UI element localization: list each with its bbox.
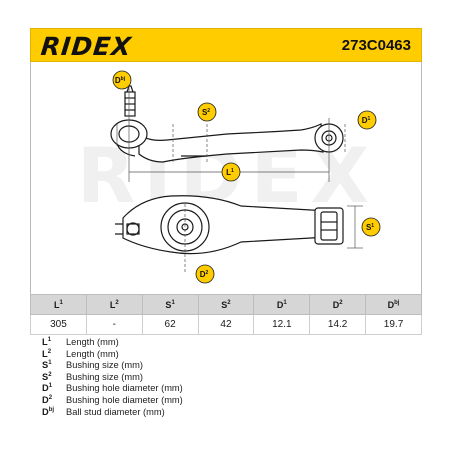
specs-header-cell: D2 (309, 294, 367, 315)
legend-code: D2 (42, 394, 53, 405)
specs-header-cell: S2 (197, 294, 255, 315)
legend-row: S1 Bushing size (mm) (42, 360, 402, 372)
label-s2: S2 (197, 102, 217, 122)
svg-text:D1: D1 (362, 116, 371, 125)
legend-code: L1 (42, 336, 52, 347)
dimension-lines-side (184, 204, 363, 272)
legend-row: L2 Length (mm) (42, 349, 402, 361)
legend-description: Bushing hole diameter (mm) (66, 383, 183, 394)
specs-value-cell: 62 (141, 314, 199, 335)
svg-text:S2: S2 (202, 108, 210, 117)
legend: L1 Length (mm) L2 Length (mm) S1 Bushing… (42, 337, 402, 418)
legend-description: Length (mm) (66, 337, 119, 347)
specs-header-cell: Dbj (365, 294, 422, 315)
legend-code: S2 (42, 371, 52, 382)
specs-value-cell: 19.7 (365, 314, 422, 335)
specs-table: L1 L2 S1 S2 D1 D2 Dbj 305 - 62 42 12.1 1… (30, 294, 422, 335)
svg-text:D2: D2 (200, 270, 209, 279)
specs-value-row: 305 - 62 42 12.1 14.2 19.7 (30, 314, 422, 335)
legend-row: D2 Bushing hole diameter (mm) (42, 395, 402, 407)
specs-header-cell: L1 (30, 294, 87, 315)
legend-code: L2 (42, 348, 52, 359)
legend-code: D1 (42, 383, 53, 394)
legend-code: Dbj (42, 406, 55, 417)
specs-value-cell: - (85, 314, 143, 335)
specs-value-cell: 14.2 (309, 314, 367, 335)
legend-row: D1 Bushing hole diameter (mm) (42, 383, 402, 395)
top-view (110, 85, 344, 163)
specs-value-cell: 42 (197, 314, 255, 335)
control-arm-drawing: RIDEX (77, 70, 381, 284)
legend-description: Bushing size (mm) (66, 371, 143, 382)
legend-code: S1 (42, 360, 52, 371)
brand-logo: RIDEX (39, 32, 134, 61)
specs-header-cell: D1 (253, 294, 311, 315)
specs-value-cell: 12.1 (253, 314, 311, 335)
label-l1: L1 (221, 162, 241, 182)
legend-description: Bushing size (mm) (66, 360, 143, 371)
legend-description: Ball stud diameter (mm) (66, 406, 165, 417)
legend-row: L1 Length (mm) (42, 337, 402, 349)
label-d2: D2 (195, 264, 215, 284)
svg-text:Dbj: Dbj (115, 76, 126, 85)
legend-description: Length (mm) (66, 348, 119, 359)
label-d1: D1 (357, 110, 377, 130)
label-dbj: Dbj (112, 70, 132, 90)
side-view (115, 195, 344, 255)
specs-header-cell: L2 (85, 294, 143, 315)
technical-drawing: RIDEX (30, 62, 422, 294)
legend-description: Bushing hole diameter (mm) (66, 394, 183, 405)
header-bar: RIDEX 273C0463 (30, 28, 422, 62)
specs-header-row: L1 L2 S1 S2 D1 D2 Dbj (30, 294, 422, 315)
specs-header-cell: S1 (141, 294, 199, 315)
specs-value-cell: 305 (30, 314, 87, 335)
part-number: 273C0463 (341, 37, 411, 54)
svg-text:S1: S1 (366, 223, 374, 232)
legend-row: Dbj Ball stud diameter (mm) (42, 406, 402, 419)
svg-text:L1: L1 (226, 168, 234, 177)
legend-row: S2 Bushing size (mm) (42, 372, 402, 384)
label-s1: S1 (361, 217, 381, 237)
